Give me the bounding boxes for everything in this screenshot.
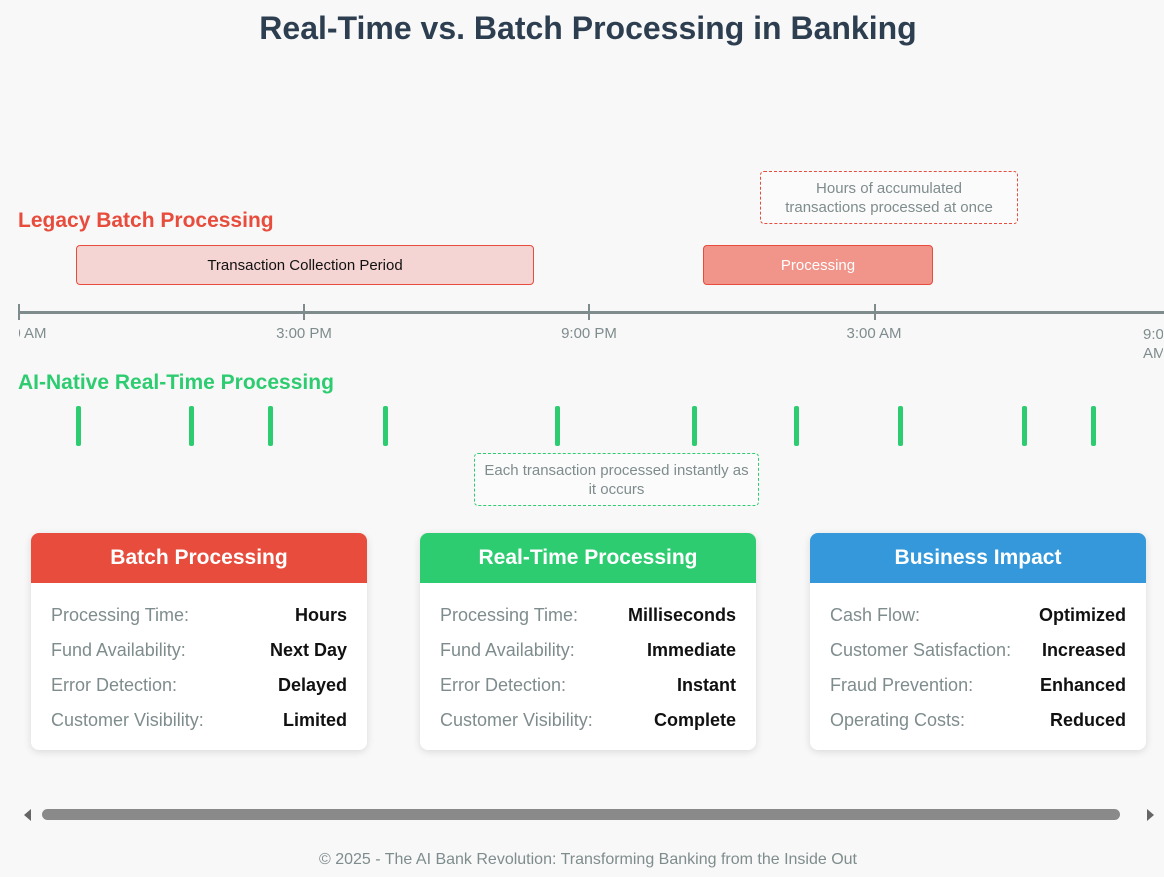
row-value: Limited (282, 710, 347, 730)
row-key: Fraud Prevention: (830, 675, 974, 695)
card-row: Fund Availability: Immediate (440, 638, 736, 673)
row-key: Operating Costs: (830, 710, 966, 730)
timeline-tick-label: 9:00 PM (561, 325, 617, 342)
timeline-tick (18, 304, 20, 320)
row-value: Milliseconds (627, 605, 736, 625)
row-value: Increased (1041, 640, 1126, 660)
row-value: Instant (676, 675, 736, 695)
legacy-section-label: Legacy Batch Processing (18, 209, 274, 232)
row-key: Customer Visibility: (51, 710, 204, 730)
timeline-tick-label: 3:00 PM (276, 325, 332, 342)
scroll-right-arrow-icon[interactable] (1147, 809, 1154, 821)
processing-label: Processing (780, 256, 856, 274)
card-row: Fraud Prevention: Enhanced (830, 673, 1126, 708)
realtime-transaction-marker (555, 406, 560, 446)
row-value: Next Day (269, 640, 347, 660)
realtime-transaction-marker (76, 406, 81, 446)
realtime-transaction-marker (692, 406, 697, 446)
processing-bar: Processing (703, 245, 933, 285)
timeline-tick (588, 304, 590, 320)
page-title: Real-Time vs. Batch Processing in Bankin… (259, 10, 917, 46)
realtime-section-label: AI-Native Real-Time Processing (18, 371, 334, 394)
realtime-transaction-marker (383, 406, 388, 446)
scroll-left-arrow-icon[interactable] (24, 809, 31, 821)
realtime-transaction-marker (898, 406, 903, 446)
timeline-tick-label: 9:00 AM (0, 325, 47, 342)
realtime-transaction-marker (1022, 406, 1027, 446)
business-impact-card: Business Impact Cash Flow: Optimized Cust… (810, 533, 1146, 750)
batch-note: Hours of accumulated transactions proces… (760, 171, 1018, 224)
scrollbar-thumb[interactable] (42, 809, 1120, 820)
scroll-viewport: Legacy Batch Processing Hours of accumul… (0, 171, 1164, 750)
row-key: Processing Time: (440, 605, 579, 625)
card-row: Customer Satisfaction: Increased (830, 638, 1126, 673)
card-row: Customer Visibility: Complete (440, 708, 736, 743)
row-key: Customer Satisfaction: (830, 640, 1012, 660)
card-row: Operating Costs: Reduced (830, 708, 1126, 743)
realtime-transaction-marker (189, 406, 194, 446)
timeline-axis (18, 311, 1164, 314)
row-value: Enhanced (1039, 675, 1126, 695)
card-header: Batch Processing (31, 533, 367, 583)
row-key: Cash Flow: (830, 605, 921, 625)
card-row: Processing Time: Hours (51, 603, 347, 638)
horizontal-scrollbar[interactable] (18, 805, 1160, 825)
card-row: Customer Visibility: Limited (51, 708, 347, 743)
realtime-transaction-marker (1091, 406, 1096, 446)
row-value: Optimized (1038, 605, 1126, 625)
row-value: Delayed (277, 675, 347, 695)
card-header: Business Impact (810, 533, 1146, 583)
row-value: Complete (653, 710, 736, 730)
timeline-tick-label: 3:00 AM (846, 325, 902, 342)
realtime-transaction-marker (794, 406, 799, 446)
row-key: Error Detection: (51, 675, 178, 695)
row-value: Reduced (1049, 710, 1126, 730)
card-row: Fund Availability: Next Day (51, 638, 347, 673)
row-value: Hours (294, 605, 347, 625)
batch-note-text: Hours of accumulated transactions proces… (785, 179, 993, 216)
row-key: Processing Time: (51, 605, 190, 625)
timeline-tick (874, 304, 876, 320)
row-key: Fund Availability: (51, 640, 186, 660)
card-row: Error Detection: Instant (440, 673, 736, 708)
timeline-tick (303, 304, 305, 320)
card-row: Processing Time: Milliseconds (440, 603, 736, 638)
batch-processing-card: Batch Processing Processing Time: Hours F… (31, 533, 367, 750)
realtime-processing-card: Real-Time Processing Processing Time: Mil… (420, 533, 756, 750)
realtime-transaction-marker (268, 406, 273, 446)
collection-period-label: Transaction Collection Period (207, 256, 403, 274)
row-key: Fund Availability: (440, 640, 575, 660)
row-key: Customer Visibility: (440, 710, 593, 730)
card-row: Cash Flow: Optimized (830, 603, 1126, 638)
row-key: Error Detection: (440, 675, 567, 695)
card-row: Error Detection: Delayed (51, 673, 347, 708)
collection-period-bar: Transaction Collection Period (76, 245, 534, 285)
row-value: Immediate (646, 640, 736, 660)
realtime-note: Each transaction processed instantly as … (474, 453, 759, 506)
timeline-tick-label: 9:00 AM (1143, 326, 1163, 362)
realtime-note-text: Each transaction processed instantly as … (484, 461, 749, 498)
footer-text: © 2025 - The AI Bank Revolution: Transfo… (319, 851, 857, 868)
card-header: Real-Time Processing (420, 533, 756, 583)
